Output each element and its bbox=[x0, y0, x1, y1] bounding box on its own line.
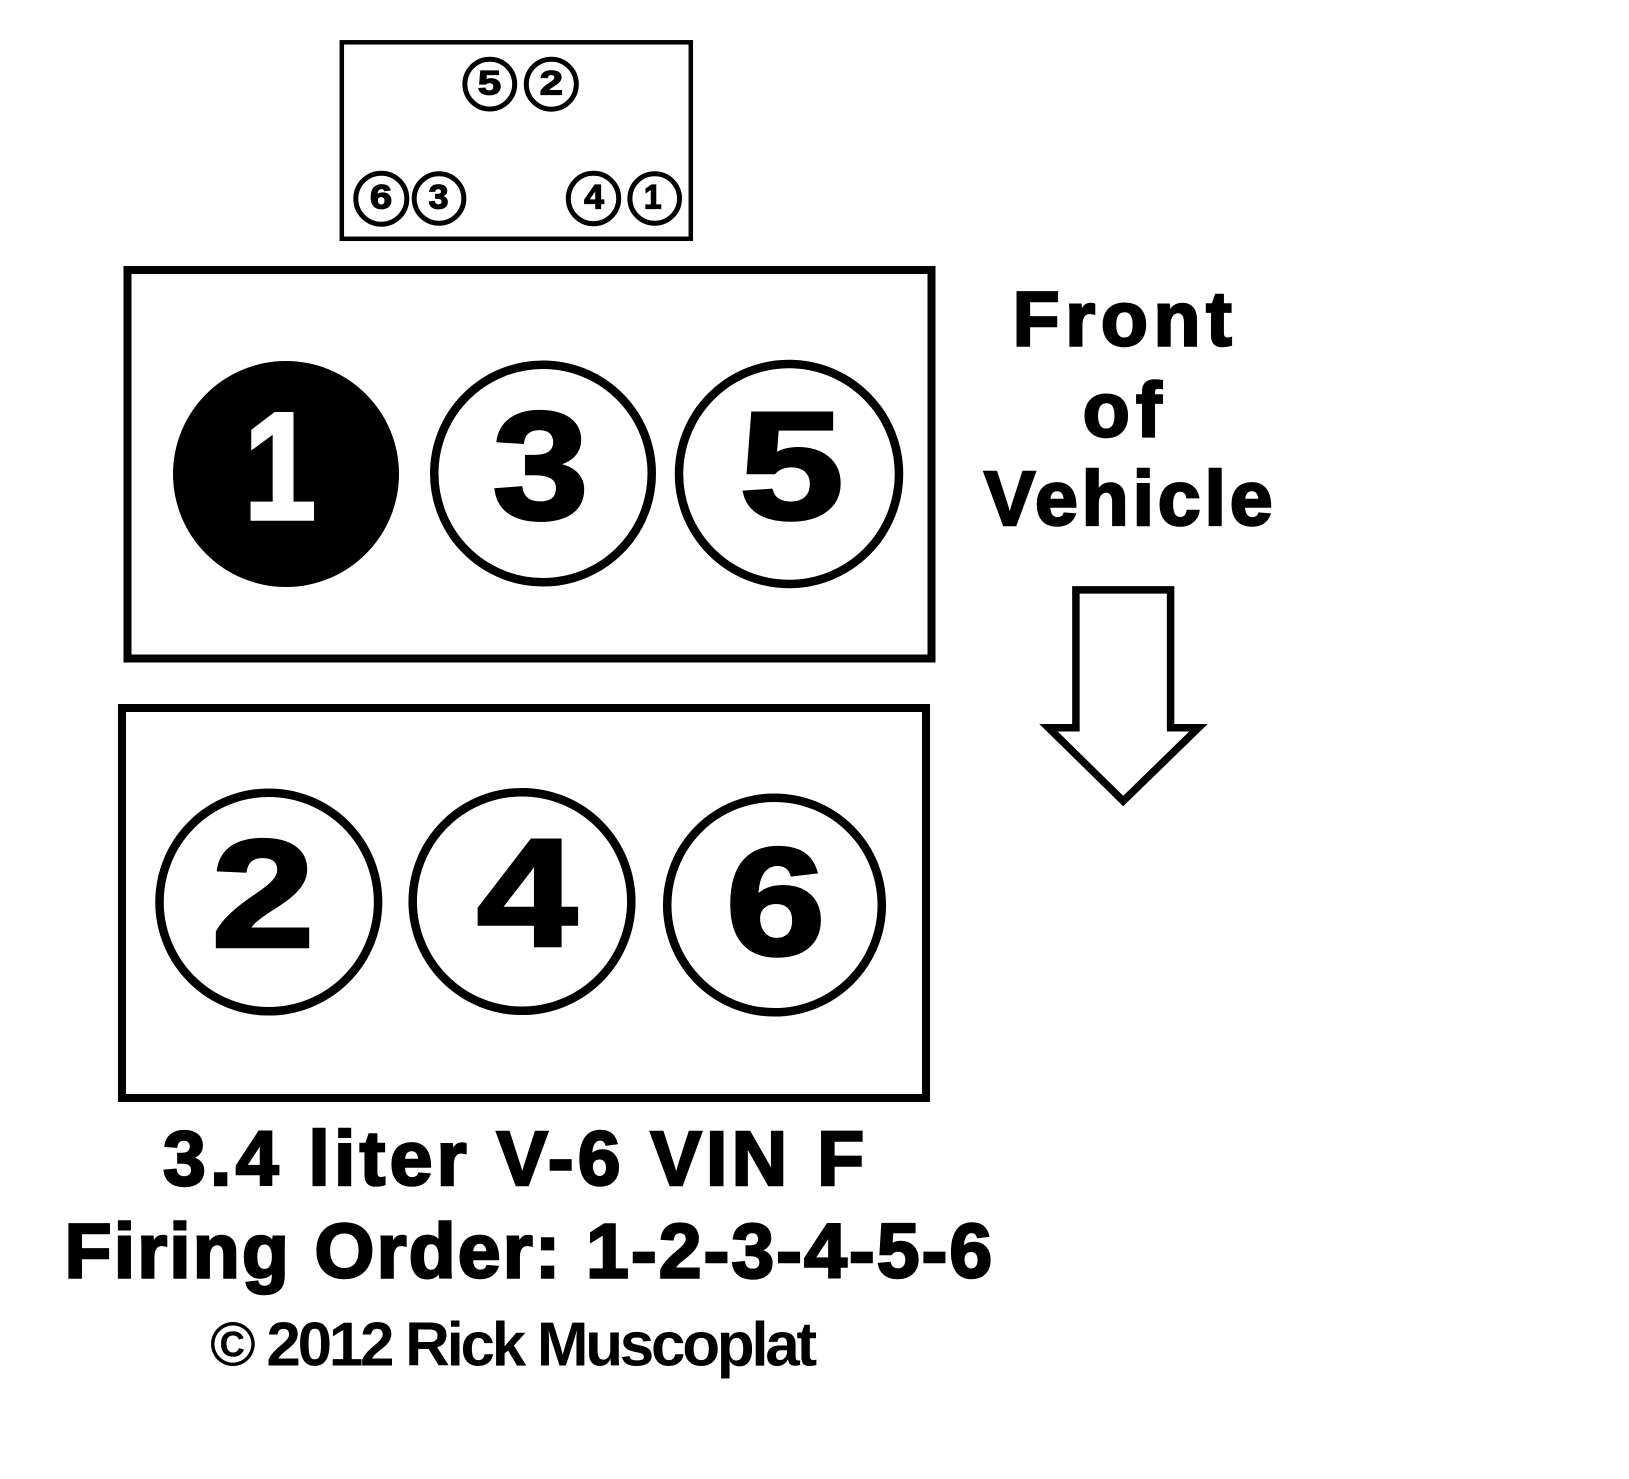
svg-text:1: 1 bbox=[244, 381, 316, 552]
svg-text:© 2012 Rick Muscoplat: © 2012 Rick Muscoplat bbox=[210, 1311, 817, 1380]
svg-text:4: 4 bbox=[584, 178, 604, 216]
svg-text:1: 1 bbox=[644, 178, 662, 216]
svg-text:of: of bbox=[1083, 367, 1162, 453]
svg-text:Vehicle: Vehicle bbox=[984, 456, 1273, 542]
svg-text:6: 6 bbox=[726, 817, 826, 988]
svg-text:Front: Front bbox=[1013, 277, 1232, 363]
svg-text:3: 3 bbox=[493, 380, 589, 552]
svg-text:3.4 liter V-6 VIN F: 3.4 liter V-6 VIN F bbox=[163, 1116, 864, 1202]
svg-text:2: 2 bbox=[212, 808, 315, 979]
svg-text:6: 6 bbox=[370, 177, 392, 215]
svg-text:4: 4 bbox=[477, 808, 577, 978]
svg-text:Firing Order: 1-2-3-4-5-6: Firing Order: 1-2-3-4-5-6 bbox=[65, 1209, 993, 1295]
svg-text:5: 5 bbox=[739, 381, 844, 552]
svg-text:5: 5 bbox=[478, 64, 501, 102]
svg-text:3: 3 bbox=[428, 178, 448, 216]
svg-text:2: 2 bbox=[540, 64, 563, 102]
